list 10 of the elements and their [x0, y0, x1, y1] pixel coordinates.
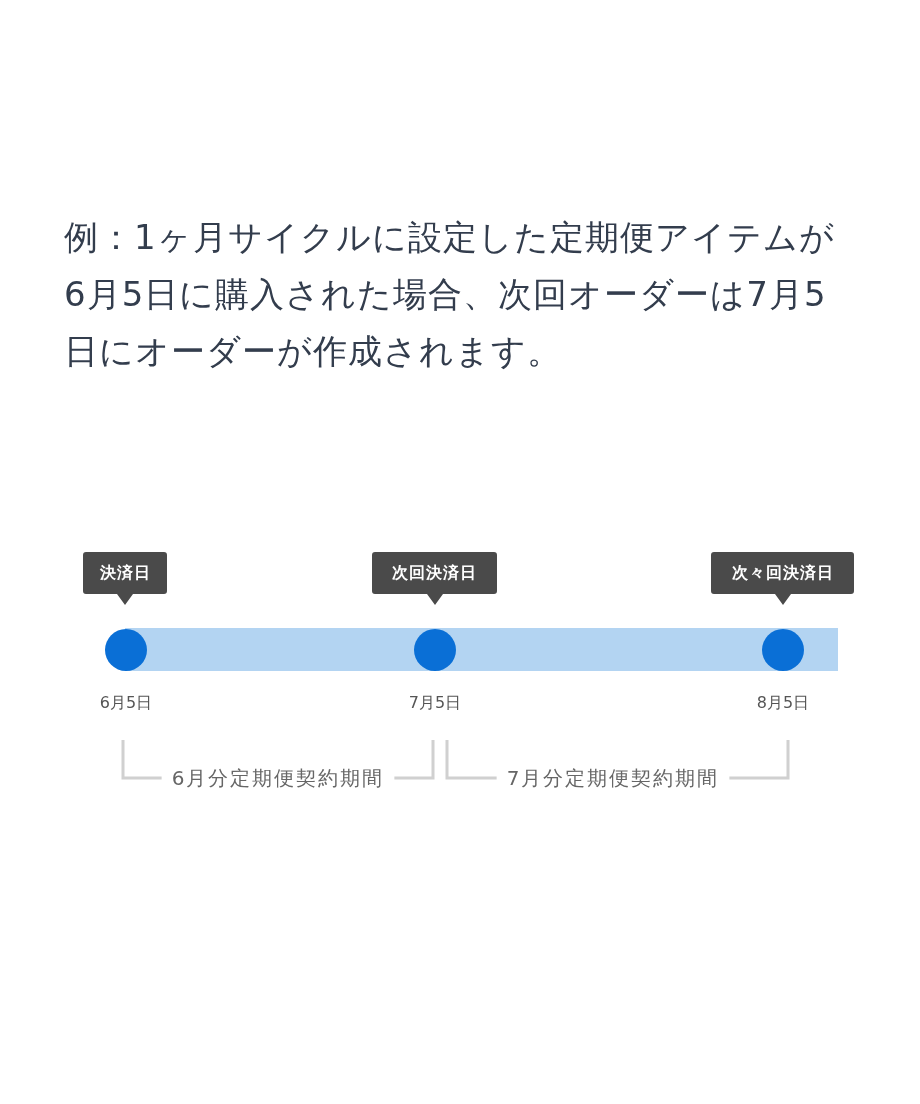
callout-box: 次回決済日 [372, 552, 497, 605]
date-label: 8月5日 [756, 693, 810, 714]
callout-box: 次々回決済日 [711, 552, 854, 605]
description-text: 例：1ヶ月サイクルに設定した定期便アイテムが6月5日に購入された場合、次回オーダーは7月5日にオーダーが作成されます。 [64, 216, 836, 373]
callout-box: 決済日 [83, 552, 167, 605]
date-label: 6月5日 [99, 693, 153, 714]
timeline-dot [105, 629, 147, 671]
period-label: 6月分定期便契約期間 [171, 765, 385, 792]
period-label: 7月分定期便契約期間 [506, 765, 720, 792]
date-label: 7月5日 [408, 693, 462, 714]
